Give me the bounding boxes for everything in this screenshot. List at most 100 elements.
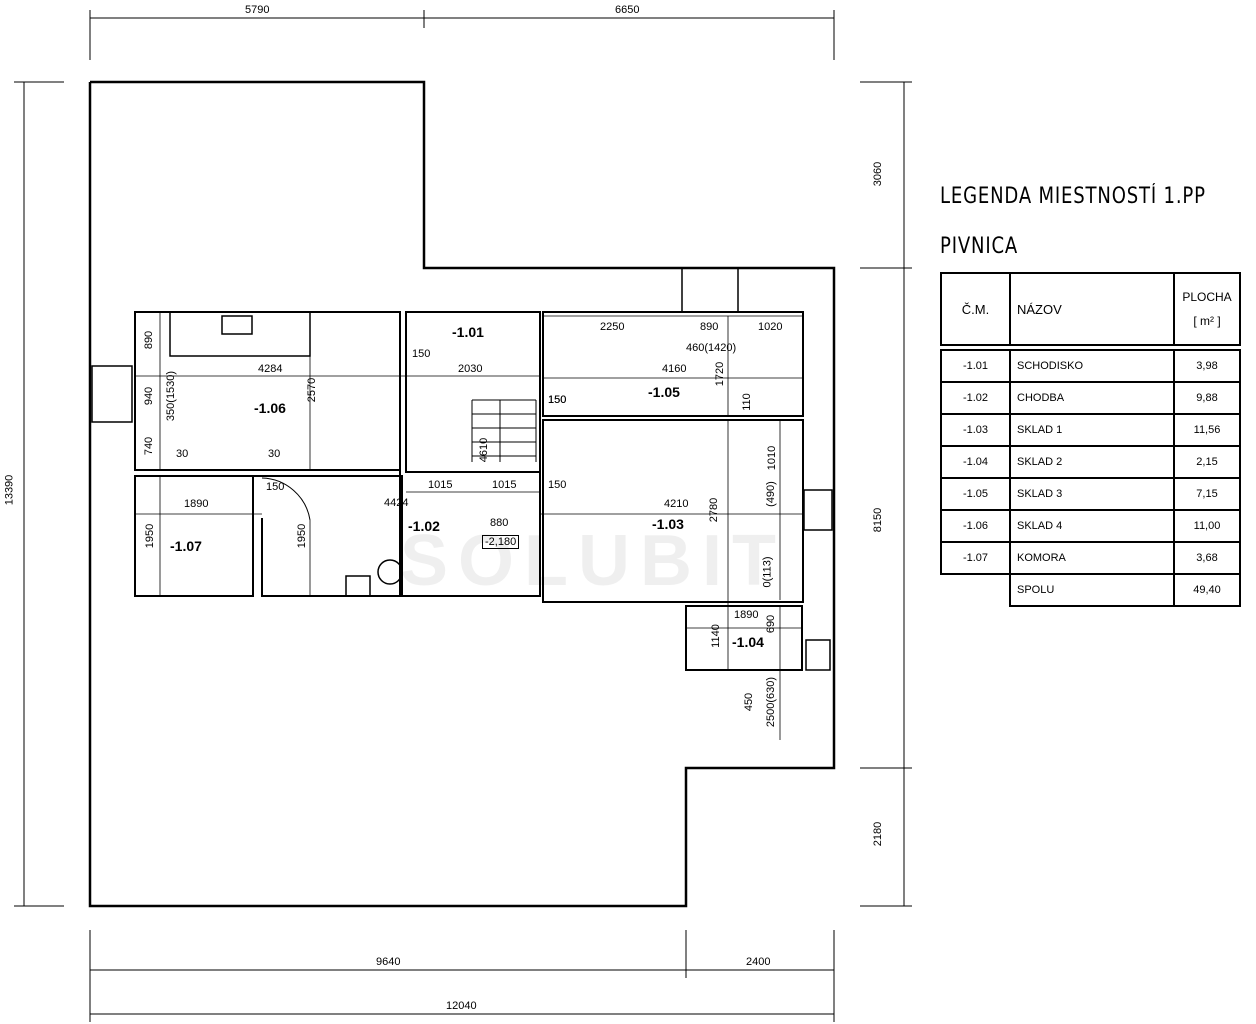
legend-title: LEGENDA MIESTNOSTÍ 1.PP: [940, 184, 1206, 209]
dim-bottom-total: 12040: [446, 1000, 477, 1012]
header-num: Č.M.: [940, 272, 1011, 346]
dim-490: (490): [764, 481, 777, 507]
dim-460: 460(1420): [686, 342, 737, 354]
legend-subtitle: PIVNICA: [940, 234, 1019, 259]
header-area: PLOCHA [ m² ]: [1173, 272, 1241, 346]
row-area: 3,68: [1173, 541, 1241, 575]
header-name: NÁZOV: [1009, 272, 1175, 346]
row-area: 2,15: [1173, 445, 1241, 479]
room-label-104: -1.04: [732, 634, 764, 650]
dim-1720: 1720: [714, 361, 727, 387]
outer-wall: [88, 80, 836, 908]
total-area: 49,40: [1173, 573, 1241, 607]
dim-left: 13390: [3, 474, 16, 506]
dim-4610: 4610: [478, 437, 491, 463]
dim-1950a: 1950: [144, 523, 157, 549]
room-101-walls: [405, 311, 541, 473]
dim-110: 110: [740, 393, 753, 411]
dim-890b: 890: [700, 321, 719, 333]
row-name: SCHODISKO: [1009, 349, 1175, 383]
room-label-103: -1.03: [652, 516, 684, 532]
dim-0113: 0(113): [761, 556, 774, 588]
dim-4424: 4424: [384, 497, 409, 509]
dim-940: 940: [143, 386, 156, 406]
dim-4284: 4284: [258, 363, 283, 375]
dim-bottom-1: 9640: [376, 956, 401, 968]
dim-30a: 30: [176, 448, 189, 460]
dim-880: 880: [490, 517, 509, 529]
row-num: -1.07: [940, 541, 1011, 575]
room-label-106: -1.06: [254, 400, 286, 416]
dim-1890b: 1890: [734, 609, 759, 621]
watermark: SOLUBIT: [400, 521, 786, 601]
dim-150c: 150: [548, 394, 567, 406]
room-102-walls: [399, 470, 541, 597]
row-area: 7,15: [1173, 477, 1241, 511]
dim-top-2: 6650: [615, 4, 640, 16]
dim-690: 690: [765, 614, 778, 634]
dim-1015a: 1015: [428, 479, 453, 491]
row-name: CHODBA: [1009, 381, 1175, 415]
dim-2250: 2250: [600, 321, 625, 333]
row-num: -1.06: [940, 509, 1011, 543]
dim-1010: 1010: [766, 445, 779, 471]
row-num: -1.04: [940, 445, 1011, 479]
row-area: 11,00: [1173, 509, 1241, 543]
dim-150d: 150: [266, 481, 285, 493]
room-107-walls: [134, 475, 254, 597]
dim-top-1: 5790: [245, 4, 270, 16]
dim-right-2: 8150: [872, 507, 885, 533]
row-num: -1.02: [940, 381, 1011, 415]
dim-30b: 30: [268, 448, 281, 460]
row-area: 3,98: [1173, 349, 1241, 383]
dim-1140: 1140: [709, 624, 722, 648]
dim-bottom-2: 2400: [746, 956, 771, 968]
dim-890a: 890: [143, 330, 156, 350]
dim-1890a: 1890: [184, 498, 209, 510]
dim-right-3: 2180: [872, 821, 885, 847]
header-area-unit: [ m² ]: [1193, 314, 1221, 328]
dim-4160: 4160: [662, 363, 687, 375]
dim-150a: 150: [412, 348, 431, 360]
dim-1020: 1020: [758, 321, 783, 333]
dim-1015b: 1015: [492, 479, 517, 491]
dim-350: 350(1530): [165, 370, 178, 422]
room-103-walls: [542, 419, 804, 603]
row-num: -1.01: [940, 349, 1011, 383]
legend-header-row: Č.M. NÁZOV PLOCHA [ m² ]: [940, 272, 1241, 346]
room-105-walls: [542, 311, 804, 417]
row-name: SKLAD 2: [1009, 445, 1175, 479]
dim-4210: 4210: [664, 498, 689, 510]
dim-2780: 2780: [708, 497, 721, 523]
room-label-101: -1.01: [452, 324, 484, 340]
dim-2180-box: -2,180: [482, 535, 520, 549]
total-name: SPOLU: [1009, 573, 1175, 607]
row-num: -1.03: [940, 413, 1011, 447]
dim-right-1: 3060: [872, 161, 885, 187]
row-name: SKLAD 3: [1009, 477, 1175, 511]
row-num: -1.05: [940, 477, 1011, 511]
row-name: SKLAD 1: [1009, 413, 1175, 447]
dim-2500: 2500(630): [765, 676, 778, 728]
stairs: [471, 399, 537, 462]
room-104-walls: [685, 605, 803, 671]
dim-450: 450: [743, 692, 756, 712]
dim-150b: 150: [548, 394, 567, 406]
row-name: SKLAD 4: [1009, 509, 1175, 543]
row-area: 9,88: [1173, 381, 1241, 415]
dim-740: 740: [143, 436, 156, 456]
room-label-107: -1.07: [170, 538, 202, 554]
room-label-105: -1.05: [648, 384, 680, 400]
row-name: KOMORA: [1009, 541, 1175, 575]
dim-1950b: 1950: [296, 523, 309, 549]
